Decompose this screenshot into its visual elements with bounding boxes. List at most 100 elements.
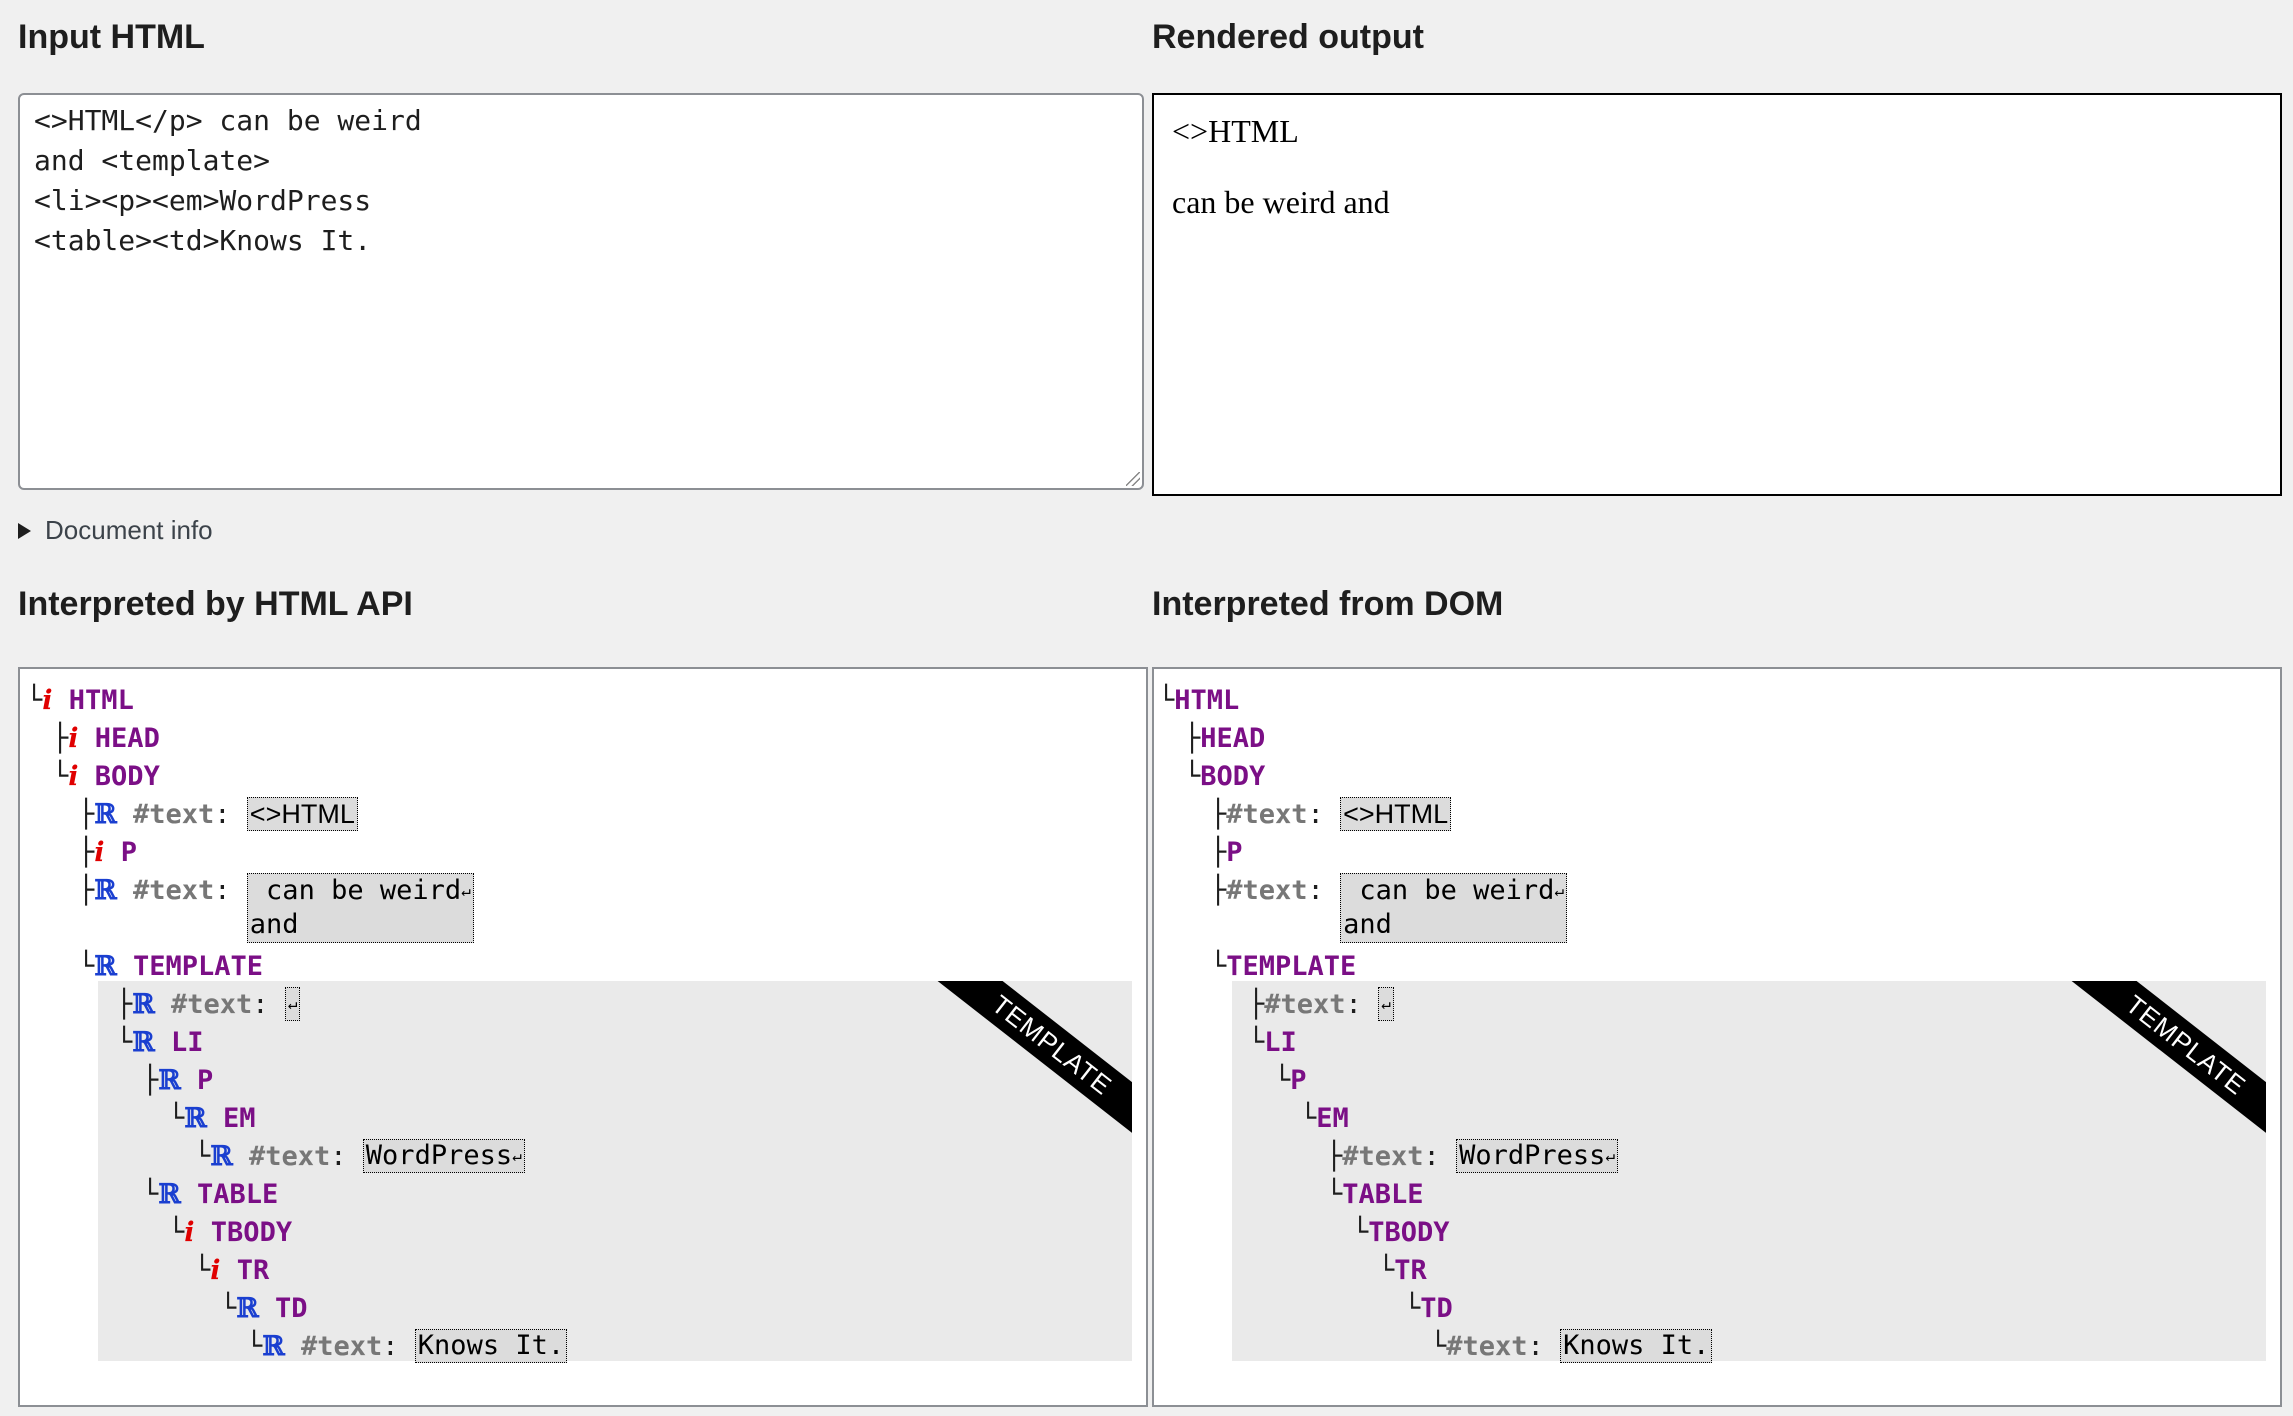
template-content-area: TEMPLATE bbox=[98, 981, 1132, 1361]
html-api-tree: TEMPLATE └i HTML ├i HEAD └i BODY ├ℝ #tex… bbox=[18, 667, 1148, 1407]
tree-branch-line: └ bbox=[142, 1179, 159, 1210]
newline-glyph: ↵ bbox=[287, 994, 298, 1013]
real-node-badge: ℝ bbox=[184, 1103, 207, 1134]
text-node-label: #text bbox=[1264, 989, 1346, 1020]
tree-branch-line: └ bbox=[1378, 1255, 1395, 1286]
tree-branch-line: ├ bbox=[78, 799, 95, 830]
real-node-badge: ℝ bbox=[236, 1293, 259, 1324]
tree-branch-line: └ bbox=[52, 761, 69, 792]
tree-branch-line: └ bbox=[168, 1217, 185, 1248]
text-node-label: #text bbox=[170, 989, 253, 1020]
tree-node-text: ├#text: ↵ bbox=[1248, 987, 1394, 1025]
tree-node-text: ├#text: WordPress↵ bbox=[1326, 1139, 1619, 1177]
tree-node-template: └ℝ TEMPLATE bbox=[78, 949, 263, 987]
template-ribbon: TEMPLATE bbox=[2063, 981, 2266, 1147]
real-node-badge: ℝ bbox=[132, 1027, 155, 1058]
text-value: ↵ bbox=[1378, 987, 1394, 1021]
tree-text: and bbox=[249, 909, 299, 940]
tag-name: TEMPLATE bbox=[1226, 951, 1357, 982]
tree-node-template: └TEMPLATE bbox=[1210, 949, 1356, 987]
text-value: WordPress↵ bbox=[1456, 1139, 1619, 1173]
tree-node-text: └#text: Knows It. bbox=[1430, 1329, 1713, 1367]
dom-tree: TEMPLATE └HTML ├HEAD └BODY ├#text: <>HTM… bbox=[1152, 667, 2282, 1407]
tree-branch-line: └ bbox=[168, 1103, 185, 1134]
tree-branch-line: ├ bbox=[52, 723, 69, 754]
tree-branch-line: └ bbox=[1352, 1217, 1369, 1248]
real-node-badge: ℝ bbox=[262, 1331, 285, 1362]
real-node-badge: ℝ bbox=[158, 1065, 181, 1096]
text-node-label: #text bbox=[300, 1331, 383, 1362]
tree-branch-line: └ bbox=[194, 1255, 211, 1286]
separator: : bbox=[214, 875, 231, 906]
tree-branch-line: ├ bbox=[78, 837, 95, 868]
tree-node-p: ├P bbox=[1210, 835, 1243, 873]
rendered-output-title: Rendered output bbox=[1152, 18, 1424, 56]
tree-text: can be weird bbox=[249, 875, 462, 906]
tree-node-table: └TABLE bbox=[1326, 1177, 1424, 1215]
tree-node-text: ├#text: can be weird↵and bbox=[1210, 873, 1568, 953]
document-info-toggle[interactable]: Document info bbox=[18, 515, 213, 546]
tree-node-p: ├ℝ P bbox=[142, 1063, 213, 1101]
tag-name: TD bbox=[1420, 1293, 1453, 1324]
text-node-label: #text bbox=[1226, 799, 1308, 830]
tag-name: HEAD bbox=[1200, 723, 1266, 754]
tree-branch-line: └ bbox=[1248, 1027, 1265, 1058]
real-node-badge: ℝ bbox=[94, 875, 117, 906]
text-node-label: #text bbox=[1226, 875, 1308, 906]
separator: : bbox=[1307, 799, 1324, 830]
rendered-line-2: can be weird and bbox=[1172, 184, 1390, 220]
tag-name: P bbox=[1290, 1065, 1307, 1096]
tree-text: WordPress bbox=[365, 1140, 513, 1171]
separator: : bbox=[1423, 1141, 1440, 1172]
tag-name: TABLE bbox=[196, 1179, 279, 1210]
real-node-badge: ℝ bbox=[94, 799, 117, 830]
tree-branch-line: └ bbox=[78, 951, 95, 982]
rendered-line-1: <>HTML bbox=[1172, 113, 1299, 149]
tag-name: BODY bbox=[1200, 761, 1266, 792]
tag-name: LI bbox=[170, 1027, 204, 1058]
implied-node-badge: i bbox=[94, 837, 105, 868]
resize-grip-icon[interactable] bbox=[1126, 472, 1140, 486]
tree-node-em: └EM bbox=[1300, 1101, 1349, 1139]
separator: : bbox=[1307, 875, 1324, 906]
tag-name: TR bbox=[1394, 1255, 1427, 1286]
tree-branch-line: ├ bbox=[1210, 799, 1227, 830]
text-node-label: #text bbox=[132, 799, 215, 830]
tree-branch-line: ├ bbox=[1184, 723, 1201, 754]
tree-node-text: ├ℝ #text: <>HTML bbox=[78, 797, 358, 835]
separator: : bbox=[1345, 989, 1362, 1020]
tree-node-head: ├HEAD bbox=[1184, 721, 1265, 759]
tree-branch-line: ├ bbox=[116, 989, 133, 1020]
tag-name: TABLE bbox=[1342, 1179, 1424, 1210]
separator: : bbox=[330, 1141, 347, 1172]
separator: : bbox=[252, 989, 269, 1020]
text-node-label: #text bbox=[1342, 1141, 1424, 1172]
tree-node-li: └ℝ LI bbox=[116, 1025, 204, 1063]
tree-branch-line: └ bbox=[26, 685, 43, 716]
newline-glyph: ↵ bbox=[461, 881, 471, 900]
tree-node-tbody: └i TBODY bbox=[168, 1215, 292, 1253]
text-value: can be weird↵ and bbox=[246, 873, 474, 943]
tree-node-text: └ℝ #text: Knows It. bbox=[246, 1329, 568, 1367]
text-node-label: #text bbox=[1446, 1331, 1528, 1362]
html-api-tree-title: Interpreted by HTML API bbox=[18, 585, 413, 623]
input-html-textarea[interactable]: <>HTML</p> can be weird and <template> <… bbox=[18, 93, 1144, 490]
tree-node-tr: └i TR bbox=[194, 1253, 269, 1291]
tree-branch-line: ├ bbox=[1210, 837, 1227, 868]
text-value: WordPress↵ bbox=[362, 1139, 525, 1173]
tag-name: HTML bbox=[1174, 685, 1240, 716]
tree-branch-line: ├ bbox=[1248, 989, 1265, 1020]
disclosure-triangle-icon bbox=[18, 522, 31, 539]
text-node-label: #text bbox=[248, 1141, 331, 1172]
document-info-label: Document info bbox=[45, 515, 213, 545]
input-html-text[interactable]: <>HTML</p> can be weird and <template> <… bbox=[34, 104, 422, 257]
tree-node-text: └ℝ #text: WordPress↵ bbox=[194, 1139, 525, 1177]
tree-node-table: └ℝ TABLE bbox=[142, 1177, 278, 1215]
tree-node-html: └i HTML bbox=[26, 683, 134, 721]
tag-name: TBODY bbox=[1368, 1217, 1450, 1248]
newline-glyph: ↵ bbox=[1381, 994, 1391, 1013]
real-node-badge: ℝ bbox=[210, 1141, 233, 1172]
tree-node-em: └ℝ EM bbox=[168, 1101, 256, 1139]
real-node-badge: ℝ bbox=[158, 1179, 181, 1210]
tag-name: HEAD bbox=[94, 723, 160, 754]
